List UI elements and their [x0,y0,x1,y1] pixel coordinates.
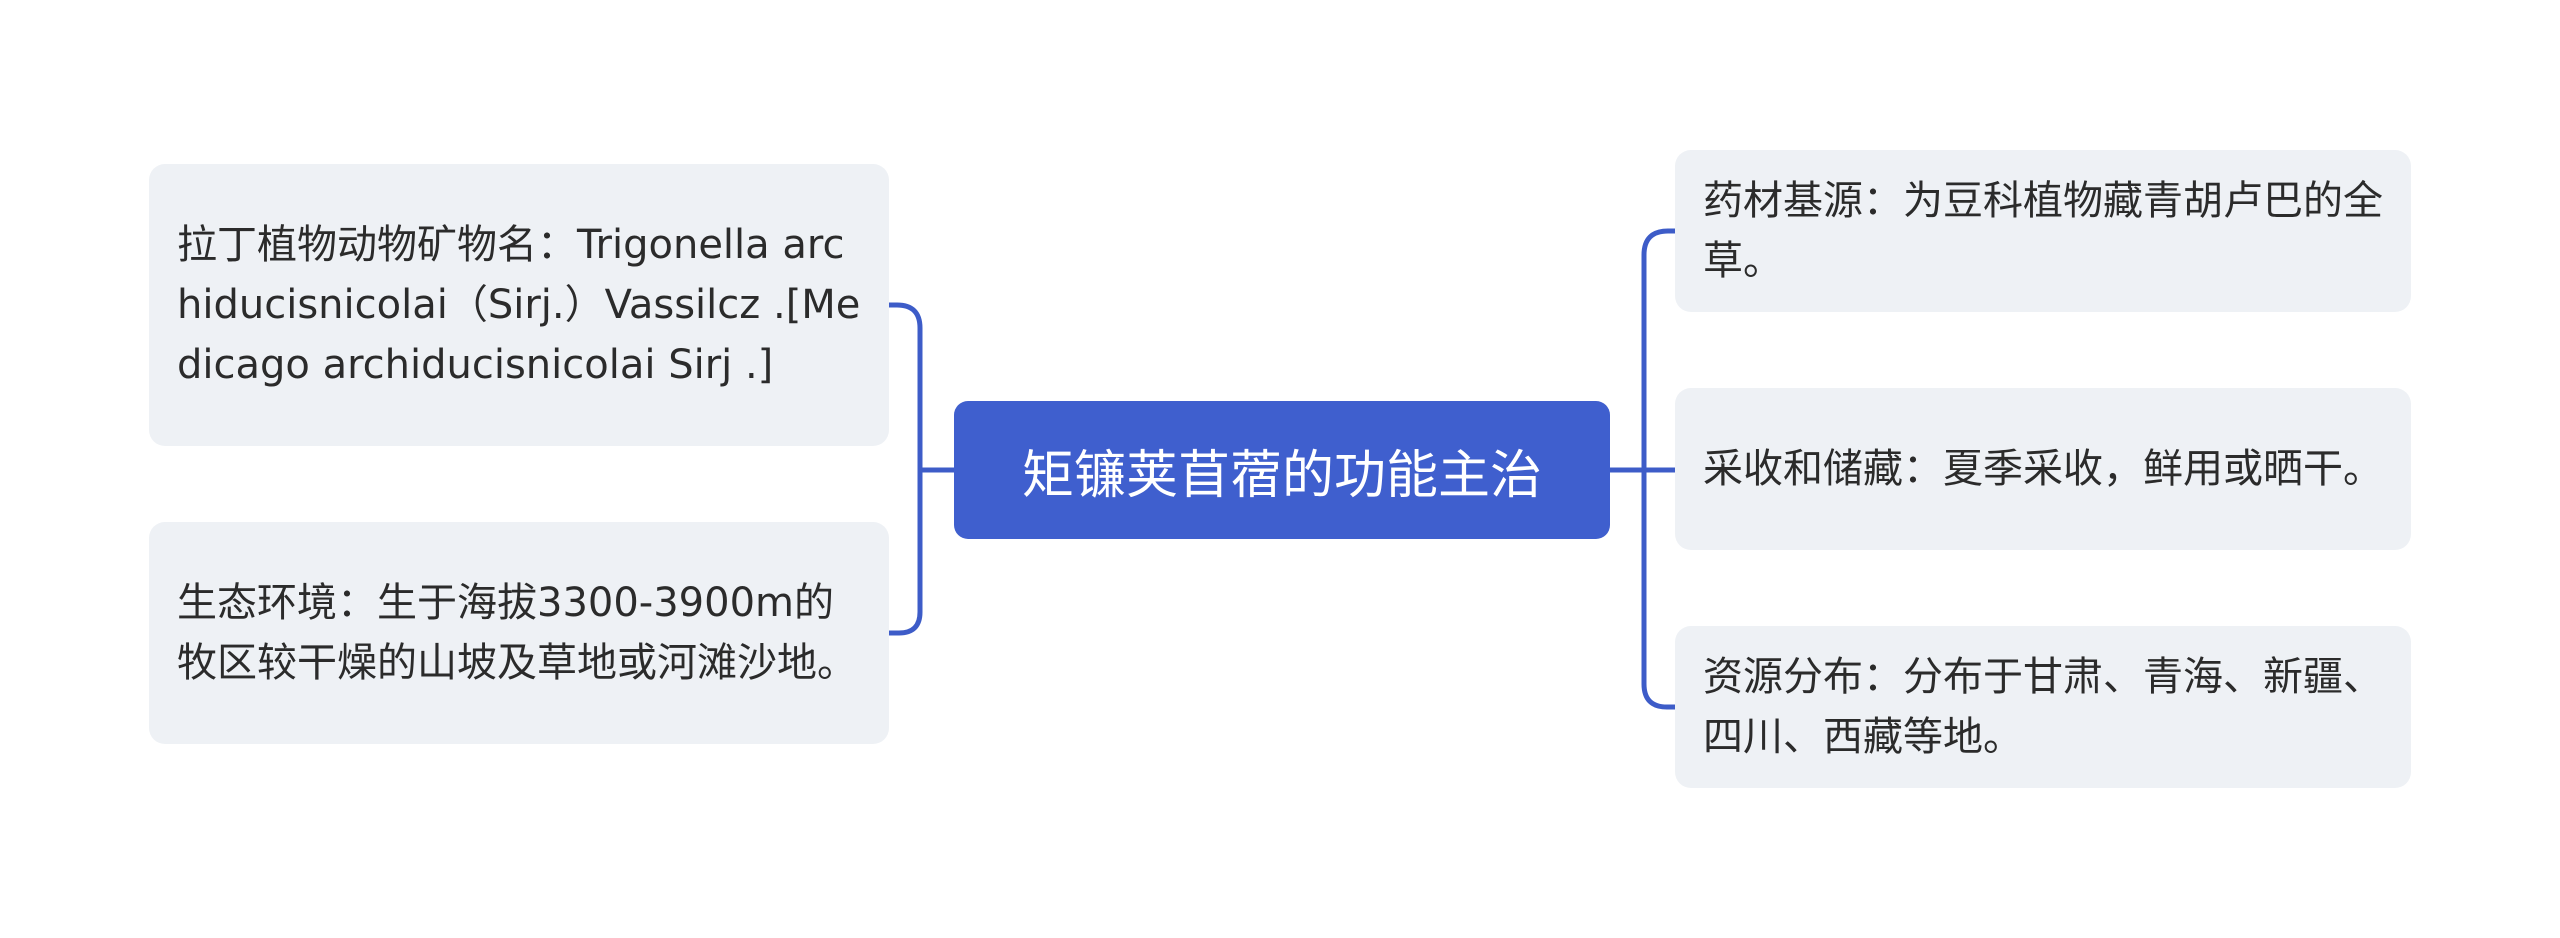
central-topic-label: 矩镰荚苜蓿的功能主治 [1021,445,1542,506]
topic-source-text: 药材基源：为豆科植物藏青胡卢巴的全草。 [1703,178,2383,284]
topic-distribution-text: 资源分布：分布于甘肃、青海、新疆、四川、西藏等地。 [1703,654,2383,760]
connector-right-3 [1641,467,1678,710]
topic-habitat[interactable]: 生态环境：生于海拔3300-3900m的牧区较干燥的山坡及草地或河滩沙地。 [149,522,889,744]
connector-right-1 [1641,228,1678,473]
topic-latin-name[interactable]: 拉丁植物动物矿物名：Trigonella archiducisnicolai（S… [149,164,889,446]
topic-distribution[interactable]: 资源分布：分布于甘肃、青海、新疆、四川、西藏等地。 [1675,626,2411,788]
connector-left-2 [886,467,923,636]
topic-harvest-storage-text: 采收和储藏：夏季采收，鲜用或晒干。 [1703,446,2383,492]
topic-habitat-text: 生态环境：生于海拔3300-3900m的牧区较干燥的山坡及草地或河滩沙地。 [177,580,857,686]
topic-harvest-storage[interactable]: 采收和储藏：夏季采收，鲜用或晒干。 [1675,388,2411,550]
connector-left-1 [886,302,923,473]
topic-source[interactable]: 药材基源：为豆科植物藏青胡卢巴的全草。 [1675,150,2411,312]
topic-latin-name-text: 拉丁植物动物矿物名：Trigonella archiducisnicolai（S… [177,222,861,388]
central-topic[interactable]: 矩镰荚苜蓿的功能主治 [954,401,1610,539]
